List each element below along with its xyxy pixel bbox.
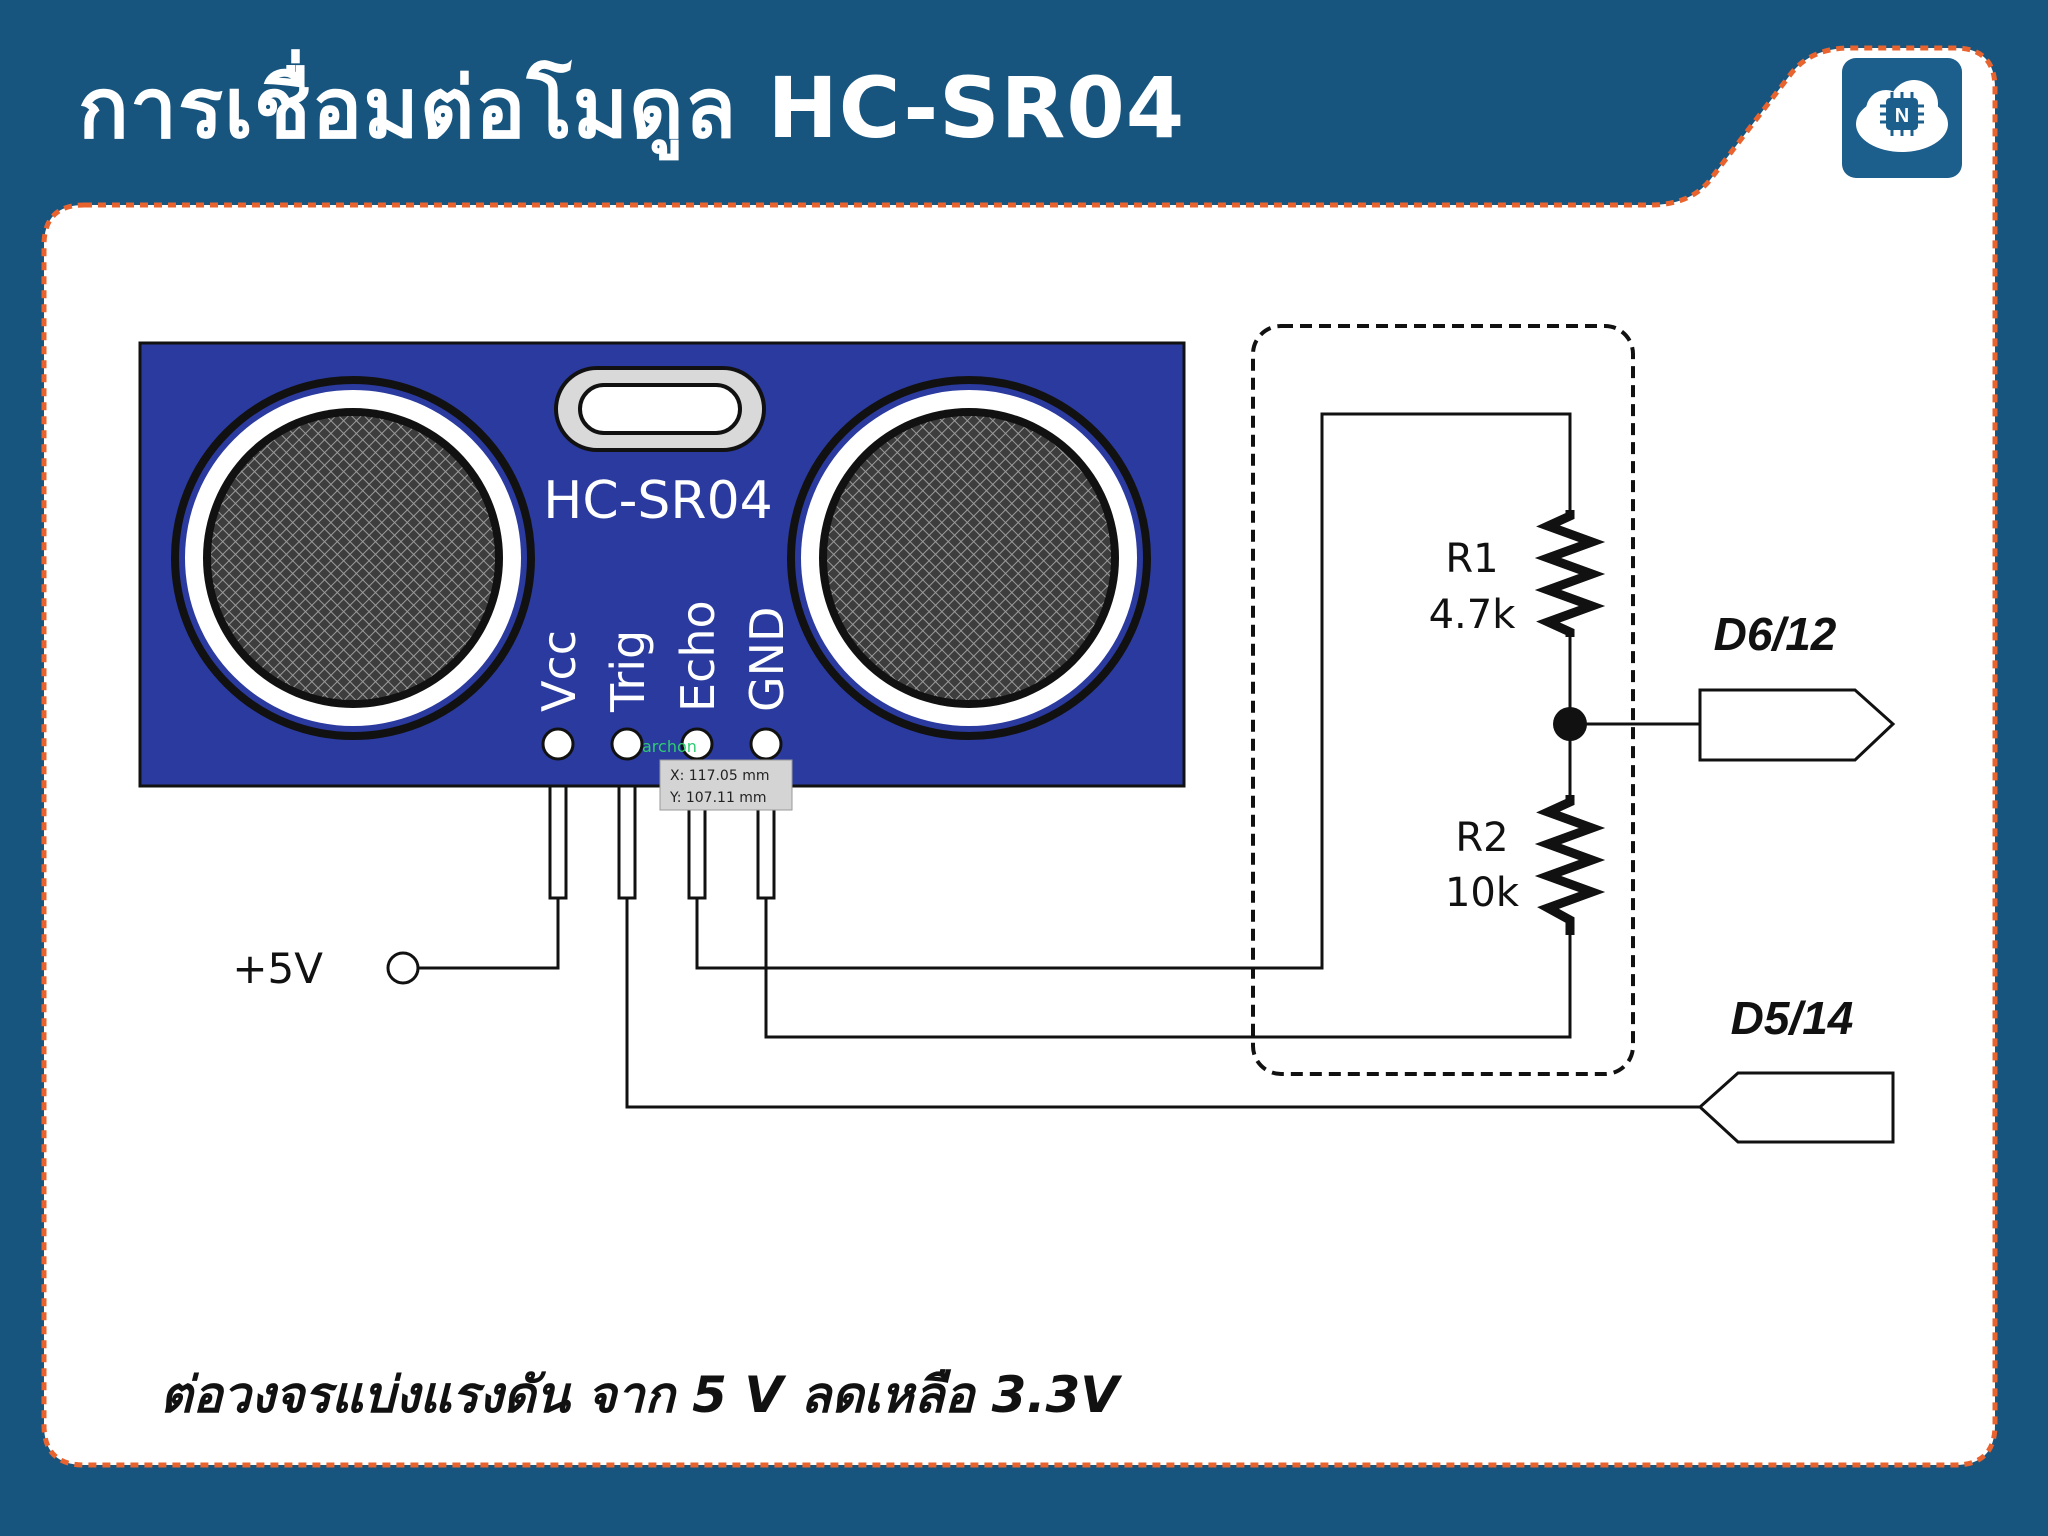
pin-label-echo: Echo bbox=[671, 600, 725, 712]
r2-value: 10k bbox=[1445, 870, 1520, 916]
port-in-shape bbox=[1697, 1071, 1895, 1144]
supply-label: +5V bbox=[232, 944, 323, 993]
logo-letter: N bbox=[1895, 105, 1909, 127]
pin-label-gnd: GND bbox=[740, 607, 794, 712]
supply-terminal bbox=[386, 951, 420, 985]
chip-cloud-icon: N bbox=[1856, 80, 1948, 152]
pin-hole-gnd bbox=[749, 727, 783, 761]
pin-label-trig: Trig bbox=[601, 630, 655, 713]
slide-title: การเชื่อมต่อโมดูล HC-SR04 bbox=[78, 59, 1186, 157]
cursor-tag: archon bbox=[642, 737, 697, 756]
left-transducer bbox=[171, 376, 535, 740]
divider-junction bbox=[1553, 707, 1587, 741]
r2-name: R2 bbox=[1455, 815, 1508, 861]
divider-box bbox=[1251, 324, 1635, 1076]
r1-name: R1 bbox=[1445, 536, 1498, 582]
right-transducer bbox=[787, 376, 1151, 740]
logo: N bbox=[1842, 58, 1962, 178]
port-out-label: D6/12 bbox=[1714, 608, 1837, 660]
pin-hole-vcc bbox=[541, 727, 575, 761]
r1-value: 4.7k bbox=[1429, 592, 1517, 638]
pin-label-vcc: Vcc bbox=[532, 630, 586, 712]
tooltip-y: Y: 107.11 mm bbox=[669, 790, 767, 806]
slide-caption: ต่อวงจรแบ่งแรงดัน จาก 5 V ลดเหลือ 3.3V bbox=[160, 1366, 1119, 1424]
tooltip-x: X: 117.05 mm bbox=[670, 768, 769, 784]
pin-hole-trig bbox=[610, 727, 644, 761]
port-in-label: D5/14 bbox=[1731, 992, 1854, 1044]
port-out-shape bbox=[1698, 688, 1896, 762]
module-label: HC-SR04 bbox=[543, 471, 772, 531]
measurement-tooltip: X: 117.05 mm Y: 107.11 mm bbox=[659, 759, 793, 811]
resistor-r1 bbox=[1534, 510, 1606, 637]
resistor-r2 bbox=[1534, 795, 1606, 935]
hcsr04-module: HC-SR04 Vcc Trig Echo GND archon bbox=[138, 341, 1186, 788]
pin-hole-echo bbox=[680, 727, 714, 761]
